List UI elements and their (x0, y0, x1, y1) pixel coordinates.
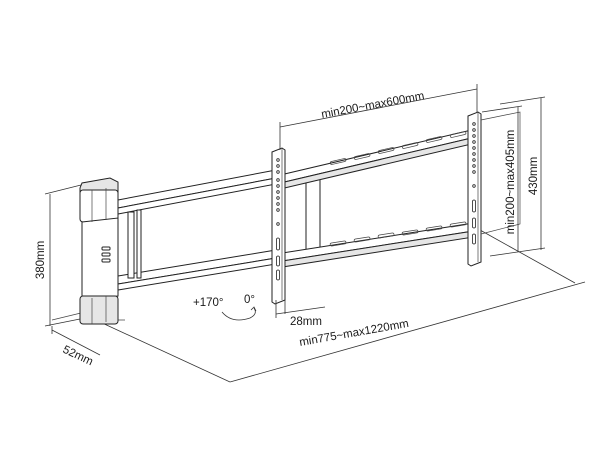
dimension-28mm: 28mm (275, 300, 326, 328)
label-380mm: 380mm (35, 241, 47, 279)
swing-arms (117, 169, 321, 291)
label-rotation-right: 0° (244, 294, 255, 306)
left-tv-bracket (271, 147, 286, 305)
label-rotation-left: +170° (193, 297, 224, 309)
label-28mm: 28mm (290, 316, 322, 328)
label-52mm: 52mm (61, 344, 95, 368)
dimension-52mm: 52mm (51, 326, 101, 368)
right-tv-bracket (467, 111, 521, 267)
label-vesa-horizontal: min200~max600mm (320, 90, 425, 121)
wall-plate (79, 177, 119, 325)
rotation-arc-icon (221, 307, 256, 321)
label-vesa-vertical: min200~max405mm (505, 130, 517, 235)
dimension-vesa-vertical: min200~max405mm (481, 105, 546, 257)
dimension-430mm: 430mm (499, 96, 546, 250)
label-430mm: 430mm (528, 157, 540, 195)
rotation-indicator: +170° 0° (193, 294, 257, 321)
dimension-380mm: 380mm (35, 183, 86, 327)
